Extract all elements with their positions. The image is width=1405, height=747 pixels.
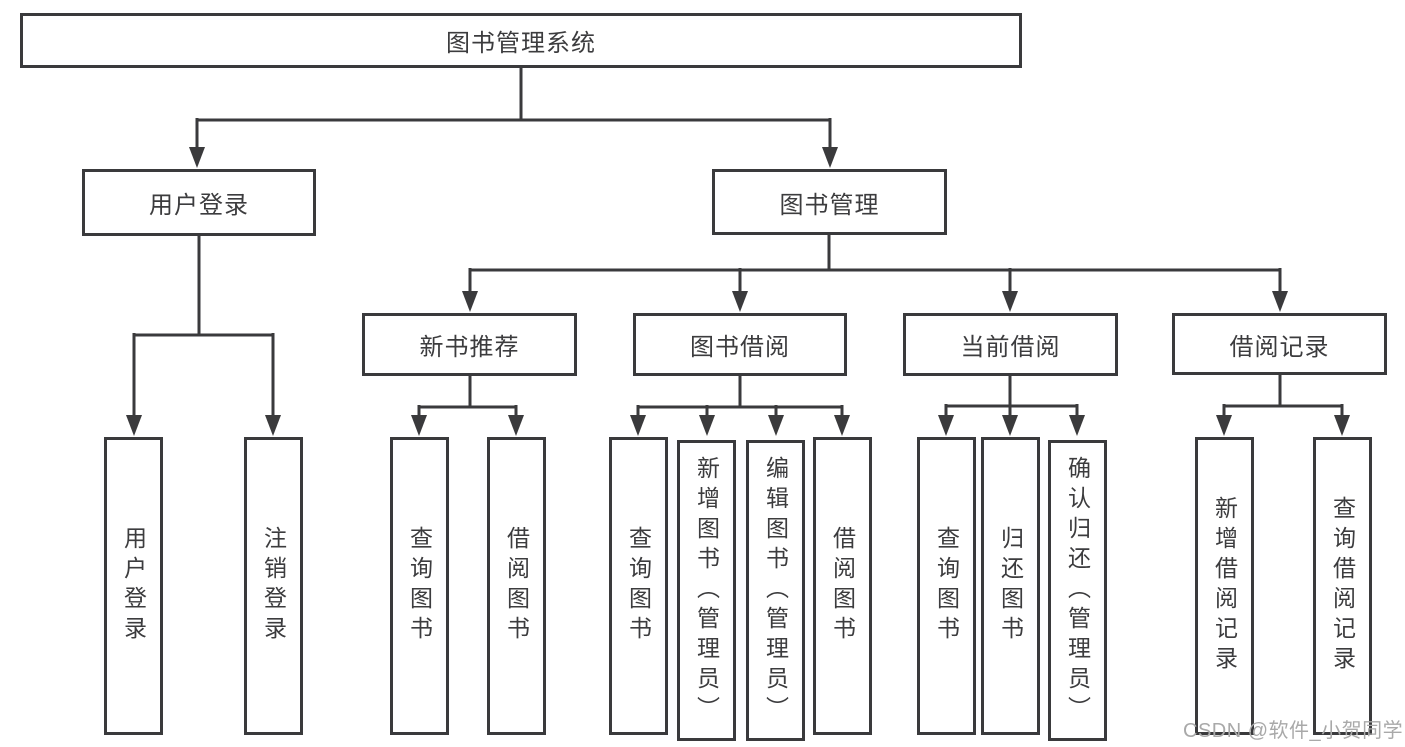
node-book-management: 图书管理 — [712, 169, 947, 235]
leaf-borrow-books-2: 借阅图书 — [813, 437, 872, 735]
node-label: 图书管理 — [779, 191, 880, 219]
leaf-add-borrow-record: 新增借阅记录 — [1195, 437, 1254, 735]
leaf-query-books-3: 查询图书 — [917, 437, 976, 735]
node-label: 编辑图书（管理员） — [762, 455, 789, 726]
node-label: 图书管理系统 — [446, 30, 596, 57]
node-user-login: 用户登录 — [82, 169, 316, 236]
leaf-logout: 注销登录 — [244, 437, 303, 735]
leaf-edit-books-admin: 编辑图书（管理员） — [746, 440, 805, 741]
leaf-query-books-2: 查询图书 — [609, 437, 668, 735]
node-new-book-recommend: 新书推荐 — [362, 313, 577, 376]
leaf-add-books-admin: 新增图书（管理员） — [677, 440, 736, 741]
node-label: 用户登录 — [149, 192, 249, 219]
node-library-system: 图书管理系统 — [20, 13, 1022, 68]
node-label: 借阅图书 — [829, 526, 856, 646]
node-borrowing-records: 借阅记录 — [1172, 313, 1387, 375]
node-label: 归还图书 — [997, 526, 1024, 646]
node-label: 用户登录 — [120, 526, 147, 646]
node-label: 查询图书 — [406, 526, 433, 646]
node-label: 查询图书 — [933, 526, 960, 646]
csdn-watermark: CSDN @软件_小贺同学 — [1183, 720, 1404, 742]
node-label: 注销登录 — [260, 526, 287, 646]
node-current-borrowing: 当前借阅 — [903, 313, 1118, 376]
node-label: 新增借阅记录 — [1211, 496, 1238, 676]
node-label: 查询借阅记录 — [1329, 496, 1356, 676]
leaf-confirm-return-admin: 确认归还（管理员） — [1048, 440, 1107, 741]
node-label: 确认归还（管理员） — [1064, 455, 1091, 726]
leaf-return-books: 归还图书 — [981, 437, 1040, 735]
node-label: 图书借阅 — [690, 334, 790, 361]
node-label: 新增图书（管理员） — [693, 455, 720, 726]
leaf-query-books-1: 查询图书 — [390, 437, 449, 735]
node-label: 当前借阅 — [960, 334, 1061, 361]
leaf-user-login: 用户登录 — [104, 437, 163, 735]
node-label: 借阅图书 — [503, 526, 530, 646]
arrowheads — [126, 147, 1350, 436]
node-label: 借阅记录 — [1229, 333, 1330, 361]
node-label: 新书推荐 — [419, 334, 520, 361]
node-label: 查询图书 — [625, 526, 652, 646]
node-book-borrowing: 图书借阅 — [633, 313, 847, 376]
leaf-borrow-books-1: 借阅图书 — [487, 437, 546, 735]
leaf-query-borrow-record: 查询借阅记录 — [1313, 437, 1372, 735]
